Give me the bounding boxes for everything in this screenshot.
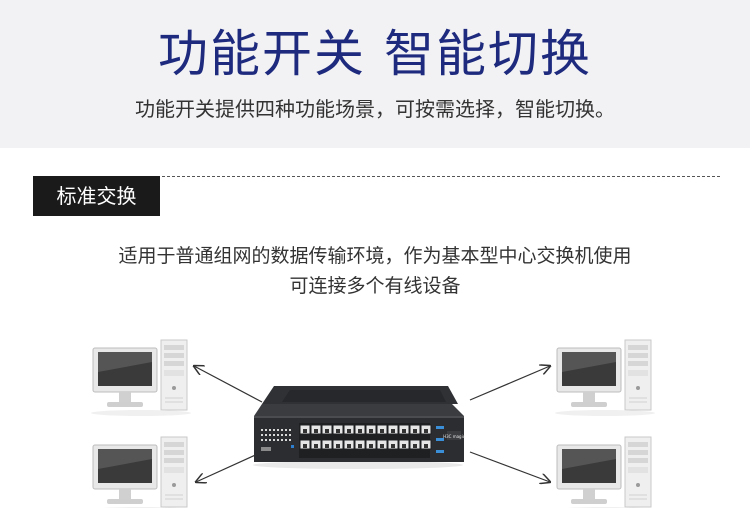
header-band: 功能开关 智能切换 功能开关提供四种功能场景，可按需选择，智能切换。 <box>0 0 750 148</box>
computer-top-left <box>90 339 192 417</box>
switch-uplink-leds <box>436 426 444 453</box>
computer-top-right <box>554 339 656 417</box>
page-subtitle: 功能开关提供四种功能场景，可按需选择，智能切换。 <box>135 97 615 121</box>
section-description-line1: 适用于普通组网的数据传输环境，作为基本型中心交换机使用 <box>118 245 632 267</box>
arrow-bottom-left <box>196 451 263 482</box>
arrow-bottom-right <box>469 451 550 482</box>
arrow-top-right <box>469 366 550 401</box>
section-divider <box>162 176 720 177</box>
switch-brand-logo: H3C magic <box>443 434 465 439</box>
switch-ethernet-ports <box>299 423 432 458</box>
computer-bottom-left <box>90 436 192 508</box>
section-label: 标准交换 <box>33 176 160 216</box>
network-diagram: H3C magic <box>90 339 656 508</box>
page-title: 功能开关 智能切换 <box>158 25 592 83</box>
switch-brand-plate <box>447 431 461 440</box>
computer-bottom-right <box>554 436 656 508</box>
switch-status-leds <box>261 429 294 451</box>
arrow-top-left <box>194 366 263 403</box>
section-description-line2: 可连接多个有线设备 <box>289 275 461 297</box>
network-switch: H3C magic <box>253 386 465 469</box>
